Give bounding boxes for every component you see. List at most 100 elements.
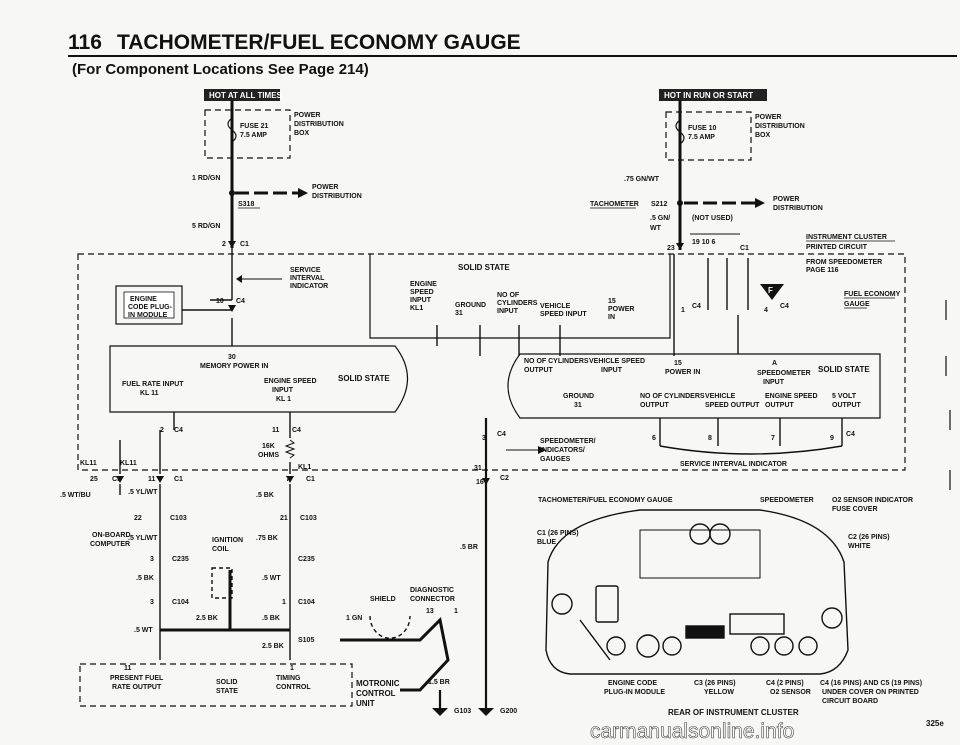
- engine-code-plug-module: [115, 285, 183, 325]
- tach-solid-state: SOLID STATE: [458, 263, 510, 272]
- left-splice: S318: [238, 201, 254, 208]
- pf3: RATE OUTPUT: [112, 684, 162, 691]
- kl1-label: KL1: [298, 464, 311, 471]
- ecm-label-1: ENGINE: [130, 296, 157, 303]
- svc-label-2: INTERVAL: [290, 275, 325, 282]
- right-pdb-2: DISTRIBUTION: [755, 123, 805, 130]
- right-pd-a: POWER: [773, 196, 799, 203]
- arrow-icon: [298, 188, 308, 198]
- ll-w1: .5 WT/BU: [60, 492, 91, 499]
- ll-p1: 1: [454, 608, 458, 615]
- sp-pin3: 3: [482, 435, 486, 442]
- sp-solid-state: SOLID STATE: [818, 365, 870, 374]
- ll-c235b: C235: [298, 556, 315, 563]
- sp-pin16: 16: [476, 479, 484, 486]
- resistor-icon: [284, 439, 296, 459]
- off-page-f-icon: [760, 284, 784, 300]
- mot1: MOTRONIC: [356, 679, 400, 688]
- svc-label-1: SERVICE: [290, 267, 321, 274]
- watermark: carmanualsonline.info: [590, 720, 794, 743]
- c3-label: C3: [112, 476, 121, 483]
- left-pdb-1: POWER: [294, 112, 320, 119]
- left-pd-b: DISTRIBUTION: [312, 193, 362, 200]
- right-fuse-box: [665, 100, 752, 250]
- sp-g7: ENGINE SPEED: [765, 393, 818, 400]
- cv-b6: O2 SENSOR: [770, 689, 811, 696]
- mot3: UNIT: [356, 699, 375, 708]
- sp-g2: 31: [574, 402, 582, 409]
- kl11-label-a: KL11: [80, 460, 97, 467]
- cluster-rear-drawing: [545, 509, 849, 675]
- fuel-c4-a: C4: [692, 303, 701, 310]
- pin-2: 2: [160, 427, 164, 434]
- s212-splice: [677, 200, 683, 206]
- ll-ign2: COIL: [212, 546, 229, 553]
- ll-w2: .5 YL/WT: [128, 489, 158, 496]
- tachometer-label: TACHOMETER: [590, 201, 639, 208]
- sp-g10: OUTPUT: [832, 402, 862, 409]
- hot-always-label: HOT AT ALL TIMES: [209, 91, 283, 100]
- ll-w7: .75 BK: [256, 535, 278, 542]
- lower-solid-state-box: [109, 345, 408, 413]
- fuel-rate-kl: KL 11: [140, 390, 159, 397]
- eng-speed-input-1: ENGINE SPEED: [264, 378, 317, 385]
- sp-h5: 15: [674, 360, 682, 367]
- left-pin2: 2: [222, 241, 226, 248]
- svc-interval-indicator: SERVICE INTERVAL INDICATOR: [680, 461, 787, 468]
- ll-w6: .5 BK: [256, 492, 274, 499]
- cv-b2: PLUG-IN MODULE: [604, 689, 665, 696]
- sp-gauges-2: INDICATORS/: [540, 447, 585, 454]
- ll-w4: .5 BK: [136, 575, 154, 582]
- ground-icon: [432, 708, 448, 716]
- wires: [119, 248, 843, 708]
- ll-w3: .5 YL/WT: [128, 535, 158, 542]
- cv-b1: ENGINE CODE: [608, 680, 657, 687]
- tc2: TIMING: [276, 675, 301, 682]
- cv-t1: TACHOMETER/FUEL ECONOMY GAUGE: [538, 497, 673, 504]
- fuel-pin-1: 1: [681, 307, 685, 314]
- sp-p6: 6: [652, 435, 656, 442]
- sp-p9: 9: [830, 435, 834, 442]
- left-pd-a: POWER: [312, 184, 338, 191]
- ll-w25: 2.5 BK: [196, 615, 218, 622]
- sp-p8: 8: [708, 435, 712, 442]
- sp-h4: INPUT: [601, 367, 623, 374]
- sp-g4: OUTPUT: [640, 402, 670, 409]
- fuel-c4-b: C4: [780, 303, 789, 310]
- sp-g9: 5 VOLT: [832, 393, 857, 400]
- ll-shield: SHIELD: [370, 596, 396, 603]
- left-fuse-amps: 7.5 AMP: [240, 132, 267, 139]
- cv-b8: UNDER COVER ON PRINTED: [822, 689, 919, 696]
- sp-c4: C4: [497, 431, 506, 438]
- cv-t2: SPEEDOMETER: [760, 497, 814, 504]
- eng-speed-input-2: INPUT: [272, 387, 294, 394]
- tc1: 1: [290, 665, 294, 672]
- sp-h8: SPEEDOMETER: [757, 370, 811, 377]
- sp-c2: C2: [500, 475, 509, 482]
- sp-g1: GROUND: [563, 393, 594, 400]
- ll-pin21: 21: [280, 515, 288, 522]
- page-title: TACHOMETER/FUEL ECONOMY GAUGE: [117, 31, 521, 54]
- fuel-pin-4: 4: [764, 307, 768, 314]
- pin-11b: 11: [148, 476, 156, 483]
- ecm-label-3: IN MODULE: [128, 312, 168, 319]
- c4-2: C4: [174, 427, 183, 434]
- sp-g5: VEHICLE: [705, 393, 736, 400]
- sp-gauges-3: GAUGES: [540, 456, 571, 463]
- left-c1: C1: [240, 241, 249, 248]
- cluster-label-1: INSTRUMENT CLUSTER: [806, 234, 887, 241]
- cv-rear: REAR OF INSTRUMENT CLUSTER: [668, 708, 799, 717]
- c4-3: C4: [292, 427, 301, 434]
- eng-speed-input-3: KL 1: [276, 396, 291, 403]
- cv-c2b: WHITE: [848, 543, 871, 550]
- cluster-label-2: PRINTED CIRCUIT: [806, 244, 868, 251]
- sp-h7: A: [772, 360, 777, 367]
- sp-g8: OUTPUT: [765, 402, 795, 409]
- arrow-icon: [538, 446, 546, 454]
- left-fuse-label: FUSE 21: [240, 123, 269, 130]
- ll-pin3: 3: [150, 556, 154, 563]
- right-wire2a: .5 GN/: [650, 215, 670, 222]
